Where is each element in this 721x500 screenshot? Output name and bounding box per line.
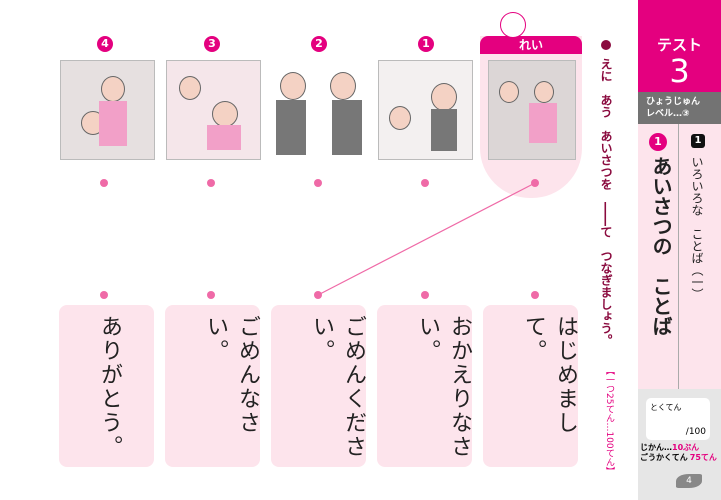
phrase-card: はじめまして。 bbox=[483, 305, 578, 467]
test-number: 3 bbox=[669, 52, 690, 90]
phrase-dot[interactable] bbox=[531, 291, 539, 299]
instruction-bullet-icon bbox=[601, 40, 611, 50]
picture-dot[interactable] bbox=[314, 179, 322, 187]
section-column bbox=[679, 124, 721, 389]
example-connecting-line bbox=[317, 182, 536, 296]
picture-number-1: 1 bbox=[418, 36, 434, 52]
phrase-card: ありがとう。 bbox=[59, 305, 154, 467]
unit-number-badge: 1 bbox=[649, 133, 667, 151]
phrase-card: おかえりなさい。 bbox=[377, 305, 472, 467]
picture-dot[interactable] bbox=[100, 179, 108, 187]
picture-number-3: 3 bbox=[204, 36, 220, 52]
test-label: テスト bbox=[656, 36, 702, 54]
instruction-text: えに あう あいさつを ――て つなぎましょう。 bbox=[599, 58, 613, 346]
score-box[interactable]: とくてん /100 bbox=[646, 398, 710, 440]
score-max: /100 bbox=[685, 427, 706, 437]
pass-label: ごうかくてん bbox=[640, 453, 688, 462]
phrase-text: ありがとう。 bbox=[97, 315, 122, 459]
phrase-dot[interactable] bbox=[314, 291, 322, 299]
picture-number-2: 2 bbox=[311, 36, 327, 52]
example-label: れい bbox=[480, 36, 582, 54]
test-header: テスト 3 bbox=[638, 0, 721, 92]
picture-2 bbox=[272, 60, 367, 160]
unit-column bbox=[638, 124, 679, 389]
phrase-text: おかえりなさい。 bbox=[415, 315, 472, 459]
phrase-dot[interactable] bbox=[100, 291, 108, 299]
picture-example bbox=[488, 60, 576, 160]
unit-title: あいさつの ことば bbox=[649, 156, 673, 336]
phrase-text: ごめんください。 bbox=[309, 315, 366, 459]
picture-3 bbox=[166, 60, 261, 160]
phrase-text: はじめまして。 bbox=[521, 315, 578, 435]
picture-4 bbox=[60, 60, 155, 160]
phrase-card: ごめんなさい。 bbox=[165, 305, 260, 467]
section-number-badge: 1 bbox=[691, 134, 705, 148]
score-label: とくてん bbox=[650, 403, 682, 412]
level-line1: ひょうじゅん bbox=[646, 97, 701, 107]
page-number: 4 bbox=[676, 474, 702, 488]
phrase-card: ごめんください。 bbox=[271, 305, 366, 467]
rabbit-mascot-icon bbox=[500, 12, 526, 38]
level-line2: レベル…③ bbox=[646, 109, 690, 119]
time-label: じかん… bbox=[640, 443, 672, 452]
level-box: ひょうじゅん レベル…③ bbox=[638, 92, 721, 124]
picture-dot[interactable] bbox=[207, 179, 215, 187]
pass-value: 75てん bbox=[689, 453, 717, 462]
phrase-dot[interactable] bbox=[207, 291, 215, 299]
section-title: いろいろな ことば（一） bbox=[690, 156, 704, 300]
picture-dot[interactable] bbox=[421, 179, 429, 187]
phrase-dot[interactable] bbox=[421, 291, 429, 299]
time-value: 10ぷん bbox=[672, 443, 700, 452]
picture-1 bbox=[378, 60, 473, 160]
points-text: 【一つ25てん…100てん】 bbox=[604, 366, 614, 476]
phrase-text: ごめんなさい。 bbox=[203, 315, 260, 435]
picture-number-4: 4 bbox=[97, 36, 113, 52]
